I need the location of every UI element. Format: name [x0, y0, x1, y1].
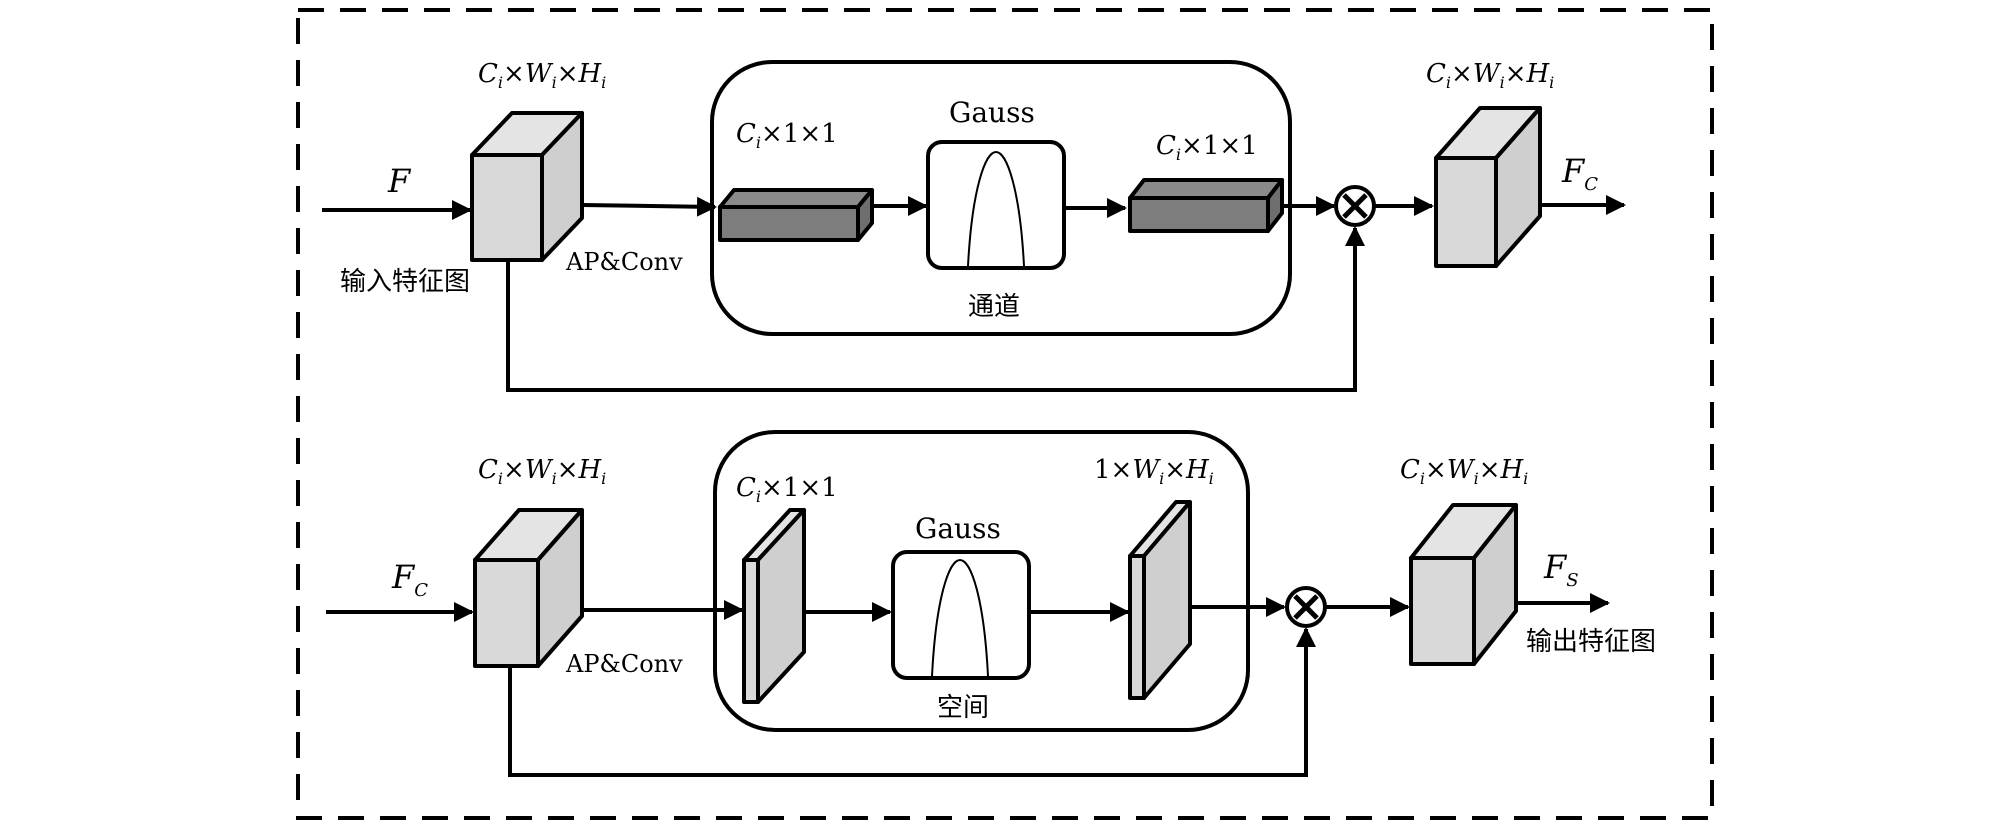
bottom-output-symbol: FS	[1543, 548, 1579, 591]
top-output-symbol: FC	[1561, 152, 1598, 195]
bottom-post-gauss-dims: 1×Wi×Hi	[1094, 455, 1214, 488]
channel-module-box	[710, 60, 1292, 336]
spatial-module-box	[713, 430, 1250, 732]
top-multiply-node	[1334, 185, 1376, 227]
top-module-caption: 通道	[968, 292, 1020, 322]
bottom-gauss-box	[891, 550, 1031, 680]
top-post-gauss-bar	[1128, 178, 1284, 233]
top-output-dims: Ci×Wi×Hi	[1426, 59, 1554, 92]
top-input-cube	[470, 111, 584, 262]
bottom-skip-connection	[508, 627, 1316, 777]
top-pre-gauss-bar	[718, 188, 874, 242]
bottom-post-gauss-slab	[1128, 500, 1192, 700]
bottom-output-dims: Ci×Wi×Hi	[1400, 455, 1528, 488]
bottom-conv-label: AP&Conv	[565, 650, 683, 678]
top-skip-connection	[506, 226, 1365, 392]
bottom-gauss-curve	[931, 558, 989, 677]
top-gauss-label: Gauss	[949, 96, 1035, 129]
bottom-input-dims: Ci×Wi×Hi	[478, 455, 606, 488]
top-conv-label: AP&Conv	[565, 248, 683, 276]
bottom-input-symbol: FC	[391, 558, 428, 601]
bottom-pre-gauss-slab	[742, 508, 806, 704]
top-input-symbol: F	[387, 162, 412, 200]
bottom-output-caption: 输出特征图	[1526, 627, 1656, 657]
outer-dashed-frame	[296, 8, 1714, 820]
top-gauss-box	[926, 140, 1066, 270]
bottom-input-cube	[473, 508, 584, 668]
top-post-gauss-dims: Ci×1×1	[1156, 131, 1258, 164]
bottom-output-cube	[1409, 503, 1518, 666]
bottom-pre-gauss-dims: Ci×1×1	[736, 473, 838, 506]
bottom-multiply-node	[1285, 586, 1327, 628]
bottom-gauss-label: Gauss	[915, 512, 1001, 545]
top-pre-gauss-dims: Ci×1×1	[736, 119, 838, 152]
top-input-caption: 输入特征图	[340, 267, 470, 297]
top-input-dims: Ci×Wi×Hi	[478, 59, 606, 92]
top-gauss-curve	[967, 150, 1025, 267]
bottom-module-caption: 空间	[937, 693, 989, 723]
top-conv-arrow	[581, 196, 717, 217]
top-output-cube	[1434, 106, 1542, 268]
